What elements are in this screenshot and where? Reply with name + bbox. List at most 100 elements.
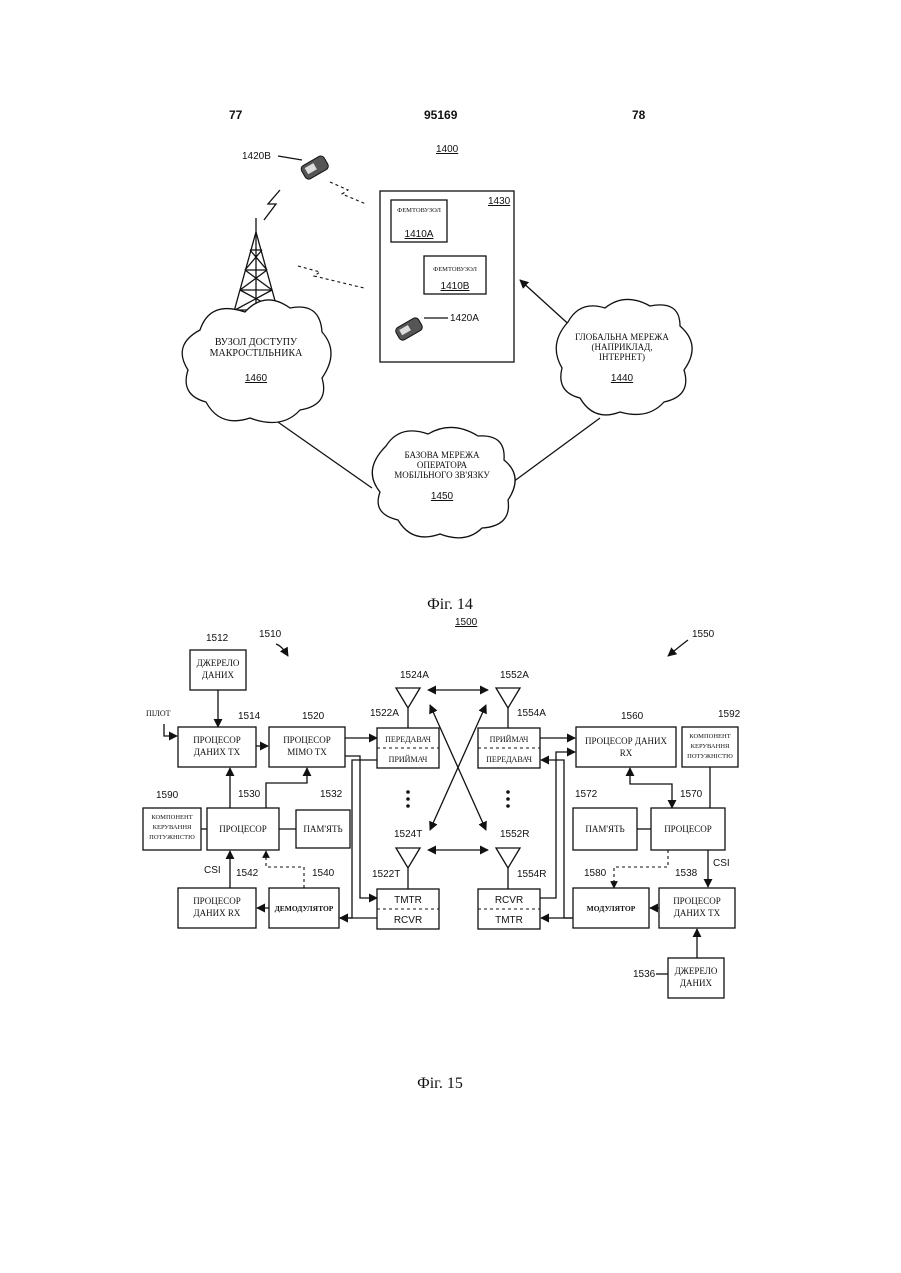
pilot-arrow	[164, 724, 177, 736]
macro-to-core-link	[275, 420, 372, 488]
mobile-operator-core-cloud	[372, 427, 515, 537]
figure-15-caption: Фіг. 15	[417, 1075, 463, 1092]
power-ctrl-right-line3: ПОТУЖНІСТЮ	[687, 753, 733, 760]
femto-node-1410A-ref: 1410A	[405, 229, 434, 240]
xcvr-1522A-bottom: ПРИЙМАЧ	[389, 755, 428, 764]
mimo-tx-ref: 1520	[302, 711, 325, 722]
proc-to-mod-dashed	[614, 850, 668, 888]
power-ctrl-left-line1: КОМПОНЕНТ	[151, 814, 192, 821]
processor-left-ref: 1530	[238, 789, 261, 800]
rx-system-ref-arrow	[668, 640, 688, 656]
antenna-1524A-ref: 1524A	[400, 670, 429, 681]
modulator-label: МОДУЛЯТОР	[587, 904, 636, 913]
data-source-right-line2: ДАНИХ	[680, 978, 713, 988]
macro-access-node-cloud	[182, 300, 331, 423]
demod-to-proc-dashed	[266, 851, 304, 888]
core-to-wan-link	[513, 418, 600, 482]
femto-node-1410B-ref: 1410B	[441, 281, 470, 292]
power-ctrl-left-line3: ПОТУЖНІСТЮ	[149, 834, 195, 841]
power-ctrl-left-ref: 1590	[156, 790, 179, 801]
power-ctrl-right-line2: КЕРУВАННЯ	[691, 743, 730, 750]
macro-cloud-label-line2: МАКРОСТІЛЬНИКА	[210, 348, 304, 359]
macro-signal-bolt-icon	[264, 190, 280, 220]
xcvr-1522A-top: ПЕРЕДАВАЧ	[385, 735, 431, 744]
csi-right-label: CSI	[713, 858, 730, 869]
rx-data-proc-right-ref: 1560	[621, 711, 644, 722]
tx-data-proc-right-ref: 1538	[675, 868, 698, 879]
mobile-1420B-leader	[278, 156, 302, 160]
power-ctrl-left-line2: КЕРУВАННЯ	[153, 824, 192, 831]
processor-left-label: ПРОЦЕСОР	[219, 824, 267, 834]
figure-14: 1400 1420B	[182, 144, 692, 613]
wan-cloud-label-line2: (НАПРИКЛАД,	[592, 342, 653, 352]
rx-proc-proc-right-path	[630, 768, 672, 808]
core-cloud-ref: 1450	[431, 491, 454, 502]
proc-to-mimo-path	[266, 768, 307, 808]
wan-cloud-label-line3: ІНТЕРНЕТ)	[599, 352, 645, 362]
femto-node-1410B-title: ФЕМТОВУЗОЛ	[433, 266, 477, 273]
xcvr-1522T-ref: 1522T	[372, 869, 400, 880]
data-source-right-ref: 1536	[633, 969, 656, 980]
core-cloud-label-line3: МОБІЛЬНОГО ЗВ'ЯЗКУ	[394, 470, 490, 480]
figure-15: 1500 1510 1550 1512 ДЖЕРЕЛО ДАНИХ ПІЛОТ …	[143, 617, 741, 1092]
femto-signal-b-icon	[298, 266, 364, 288]
data-source-right-line1: ДЖЕРЕЛО	[675, 966, 718, 976]
demodulator-ref: 1540	[312, 868, 335, 879]
page-number-left: 77	[229, 108, 243, 122]
rx-data-proc-right-line1: ПРОЦЕСОР ДАНИХ	[585, 736, 668, 746]
macro-cloud-ref: 1460	[245, 373, 268, 384]
fig14-ref-label: 1400	[436, 144, 459, 155]
figure-14-caption: Фіг. 14	[427, 596, 473, 613]
antenna-1552R-ref: 1552R	[500, 829, 529, 840]
tx-data-proc-right-line2: ДАНИХ TX	[674, 908, 721, 918]
tx-data-proc-left-ref: 1514	[238, 711, 261, 722]
mobile-device-1420B-icon	[300, 155, 330, 181]
antenna-1524T-ref: 1524T	[394, 829, 422, 840]
pilot-label: ПІЛОТ	[146, 709, 171, 718]
data-source-left-line1: ДЖЕРЕЛО	[197, 658, 240, 668]
xcvr-1554R-top: RCVR	[495, 895, 523, 906]
rx-system-ref: 1550	[692, 629, 715, 640]
xcvr-1554R-ref: 1554R	[517, 869, 546, 880]
xcvr-1554R-bottom: TMTR	[495, 915, 523, 926]
mod-to-xcvr-a-path	[541, 760, 573, 918]
rx-data-proc-left-line1: ПРОЦЕСОР	[193, 896, 241, 906]
modulator-ref: 1580	[584, 868, 607, 879]
data-source-left-ref: 1512	[206, 633, 229, 644]
left-antenna-ellipsis-icon	[406, 790, 410, 808]
power-ctrl-right-ref: 1592	[718, 709, 741, 720]
building-ref: 1430	[488, 196, 511, 207]
rx-data-proc-left-ref: 1542	[236, 868, 259, 879]
fig15-ref-label: 1500	[455, 617, 478, 628]
mimo-tx-line1: ПРОЦЕСОР	[283, 735, 331, 745]
processor-right-ref: 1570	[680, 789, 703, 800]
tx-data-proc-left-line2: ДАНИХ TX	[194, 747, 241, 757]
xcvr-1522T-top: TMTR	[394, 895, 422, 906]
page-number-right: 78	[632, 108, 646, 122]
memory-right-ref: 1572	[575, 789, 598, 800]
right-antenna-ellipsis-icon	[506, 790, 510, 808]
macro-cloud-label-line1: ВУЗОЛ ДОСТУПУ	[215, 337, 298, 348]
femto-node-1410A-title: ФЕМТОВУЗОЛ	[397, 207, 441, 214]
wan-cloud-ref: 1440	[611, 373, 634, 384]
mimo-tx-line2: MIMO TX	[287, 747, 327, 757]
wan-cloud-label-line1: ГЛОБАЛЬНА МЕРЕЖА	[575, 332, 669, 342]
antenna-1552A-ref: 1552A	[500, 670, 529, 681]
tx-data-proc-right-line1: ПРОЦЕСОР	[673, 896, 721, 906]
mobile-1420A-ref: 1420A	[450, 313, 479, 324]
demodulator-label: ДЕМОДУЛЯТОР	[275, 904, 334, 913]
femto-signal-a-icon	[330, 182, 366, 204]
processor-right-label: ПРОЦЕСОР	[664, 824, 712, 834]
data-source-left-line2: ДАНИХ	[202, 670, 235, 680]
antenna-1524A-icon	[396, 688, 420, 728]
core-cloud-label-line1: БАЗОВА МЕРЕЖА	[404, 450, 480, 460]
xcvr-1522T-bottom: RCVR	[394, 915, 422, 926]
patent-number: 95169	[424, 108, 458, 122]
tx-system-ref-arrow	[276, 644, 288, 656]
xcvr-1554A-top: ПРИЙМАЧ	[490, 735, 529, 744]
core-cloud-label-line2: ОПЕРАТОРА	[417, 460, 468, 470]
rx-data-proc-right-line2: RX	[620, 748, 633, 758]
rx-data-processor-right	[576, 727, 676, 767]
power-ctrl-right-line1: КОМПОНЕНТ	[689, 733, 730, 740]
